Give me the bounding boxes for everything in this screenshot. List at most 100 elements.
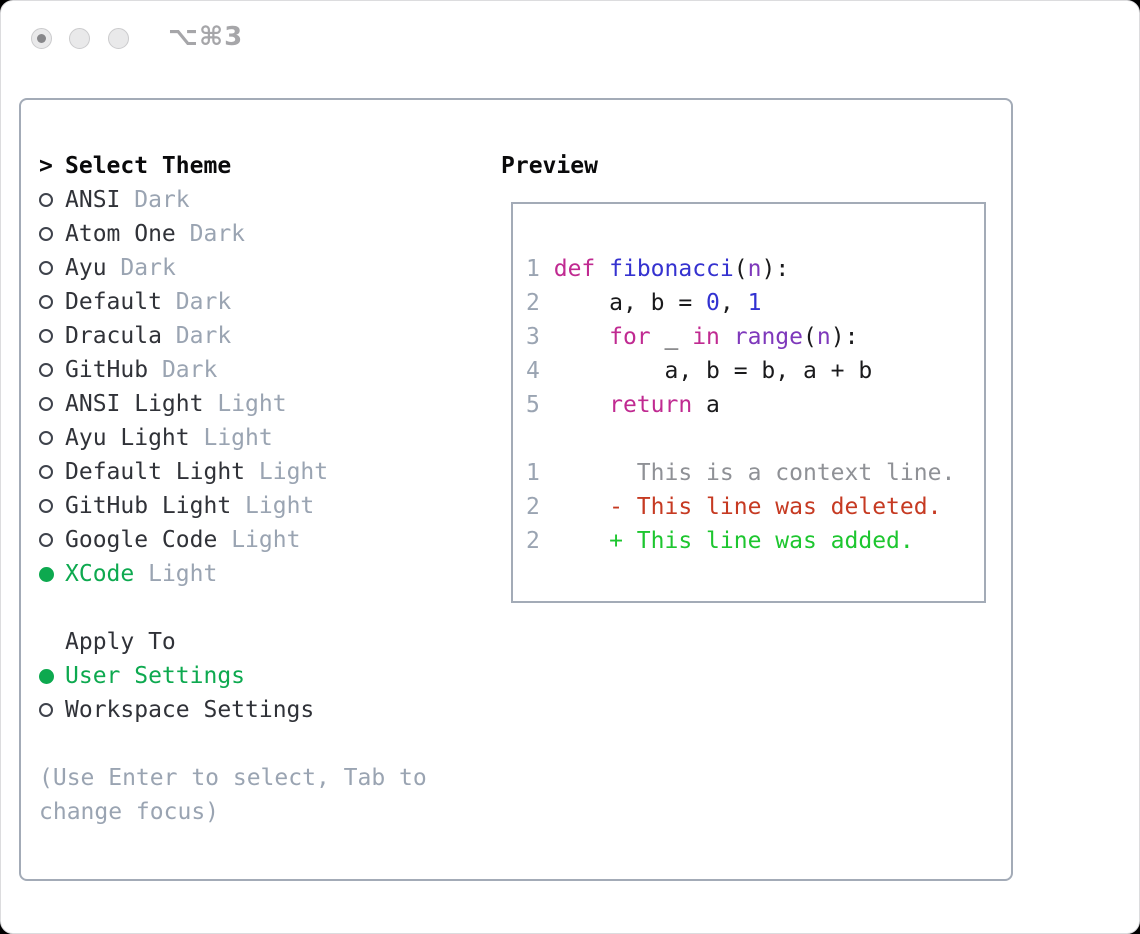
line-number: 3 — [526, 324, 540, 350]
theme-name: Atom One — [65, 221, 176, 247]
radio-unselected-icon — [39, 499, 53, 513]
theme-label: Default Light Light — [65, 455, 328, 489]
apply-to-label: Apply To — [65, 629, 176, 655]
code-token: ): — [830, 324, 859, 350]
code-token — [595, 256, 609, 282]
theme-name: Ayu — [65, 255, 107, 281]
code-token: 1 — [747, 290, 762, 316]
theme-variant: Light — [203, 425, 273, 451]
theme-option-default-light[interactable]: Default Light Light — [39, 455, 328, 489]
radio-cell — [39, 397, 65, 411]
radio-unselected-icon — [39, 431, 53, 445]
radio-cell — [39, 465, 65, 479]
line-number: 1 — [526, 256, 540, 282]
radio-unselected-icon — [39, 703, 53, 717]
code-token: fibonacci — [609, 256, 734, 282]
apply-option-user-settings[interactable]: User Settings — [39, 659, 328, 693]
theme-option-ansi[interactable]: ANSI Dark — [39, 183, 328, 217]
radio-cell — [39, 668, 65, 684]
traffic-light-minimize[interactable] — [69, 28, 90, 49]
code-token — [554, 392, 609, 418]
code-token: + This line was added. — [553, 528, 914, 554]
theme-name: ANSI Light — [65, 391, 204, 417]
apply-option-workspace-settings[interactable]: Workspace Settings — [39, 693, 328, 727]
theme-label: Dracula Dark — [65, 319, 231, 353]
theme-label: Google Code Light — [65, 523, 300, 557]
radio-unselected-icon — [39, 261, 53, 275]
theme-variant: Dark — [134, 187, 190, 213]
theme-label: ANSI Dark — [65, 183, 190, 217]
theme-label: Atom One Dark — [65, 217, 245, 251]
radio-unselected-icon — [39, 193, 53, 207]
theme-variant: Dark — [189, 221, 246, 247]
theme-option-xcode[interactable]: XCode Light — [39, 557, 328, 591]
theme-option-dracula[interactable]: Dracula Dark — [39, 319, 328, 353]
line-number: 2 — [526, 528, 540, 554]
code-token: a — [692, 392, 720, 418]
theme-option-atom-one[interactable]: Atom One Dark — [39, 217, 328, 251]
radio-cell — [39, 499, 65, 513]
traffic-light-zoom[interactable] — [108, 28, 129, 49]
code-token: This is a context line. — [553, 460, 956, 486]
theme-option-default[interactable]: Default Dark — [39, 285, 328, 319]
theme-option-google-code[interactable]: Google Code Light — [39, 523, 328, 557]
theme-option-github[interactable]: GitHub Dark — [39, 353, 328, 387]
radio-cell — [39, 533, 65, 547]
radio-unselected-icon — [39, 227, 53, 241]
theme-label: Ayu Light Light — [65, 421, 273, 455]
code-token: in — [692, 324, 720, 350]
theme-option-ayu[interactable]: Ayu Dark — [39, 251, 328, 285]
theme-name: Ayu Light — [65, 425, 190, 451]
theme-option-ayu-light[interactable]: Ayu Light Light — [39, 421, 328, 455]
theme-variant: Light — [258, 459, 329, 485]
theme-variant: Dark — [120, 255, 176, 281]
radio-cell — [39, 295, 65, 309]
code-preview: 1 def fibonacci(n): 2 a, b = 0, 1 3 for … — [526, 252, 955, 558]
radio-cell — [39, 329, 65, 343]
radio-unselected-icon — [39, 465, 53, 479]
traffic-light-dot-icon — [37, 34, 46, 43]
code-token: n — [747, 256, 762, 282]
line-number: 5 — [526, 392, 540, 418]
theme-selector-panel — [19, 98, 1013, 881]
code-token: , — [719, 290, 748, 316]
radio-cell — [39, 363, 65, 377]
theme-variant: Light — [245, 493, 315, 519]
radio-selected-icon — [39, 668, 54, 684]
code-token: n — [816, 324, 831, 350]
code-token — [720, 324, 734, 350]
code-token: a, b = b, a + b — [553, 358, 873, 384]
code-token: ( — [803, 324, 817, 350]
code-token: 0 — [706, 290, 720, 316]
radio-cell — [39, 703, 65, 717]
code-token: range — [733, 324, 804, 350]
preview-box — [511, 202, 986, 603]
theme-option-ansi-light[interactable]: ANSI Light Light — [39, 387, 328, 421]
radio-cell — [39, 431, 65, 445]
theme-name: Google Code — [65, 527, 218, 553]
theme-name: GitHub Light — [65, 493, 232, 519]
theme-variant: Light — [231, 527, 301, 553]
code-token: def — [553, 256, 596, 282]
line-number: 2 — [526, 290, 540, 316]
code-token: ( — [733, 256, 748, 282]
theme-name: GitHub — [65, 357, 149, 383]
theme-label: ANSI Light Light — [65, 387, 287, 421]
traffic-light-close[interactable] — [31, 28, 52, 49]
help-line-1: (Use Enter to select, Tab to — [39, 765, 427, 791]
theme-option-github-light[interactable]: GitHub Light Light — [39, 489, 328, 523]
theme-name: ANSI — [65, 187, 121, 213]
radio-cell — [39, 566, 65, 582]
code-token: _ — [650, 324, 693, 350]
theme-variant: Light — [217, 391, 287, 417]
spacer-row — [39, 591, 328, 625]
keyboard-shortcut-label: ⌥⌘3 — [168, 22, 244, 52]
theme-label: Default Dark — [65, 285, 231, 319]
theme-label: Ayu Dark — [65, 251, 176, 285]
theme-label: GitHub Dark — [65, 353, 217, 387]
radio-unselected-icon — [39, 295, 53, 309]
